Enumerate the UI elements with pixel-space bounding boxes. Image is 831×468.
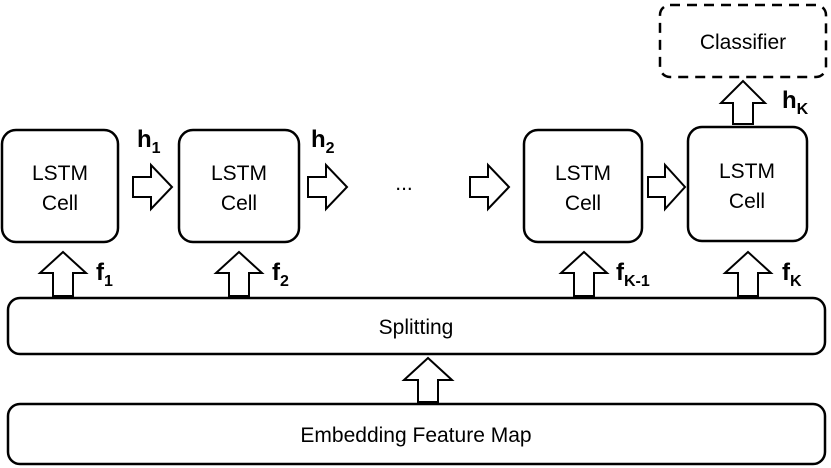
right-arrow-h1 [132, 162, 174, 212]
right-arrow-h2 [307, 162, 349, 212]
lstm-cell-4-line1: LSTM [719, 160, 775, 183]
lstm-cell-1-box [0, 128, 120, 244]
lstm-cell-2-box [177, 128, 301, 244]
up-arrow-f1 [37, 250, 89, 297]
label-fk1: fK-1 [616, 259, 650, 290]
lstm-cell-2-line1: LSTM [211, 162, 267, 185]
lstm-cell-1-line1: LSTM [32, 162, 88, 185]
label-hk: hK [782, 87, 809, 118]
embedding-label: Embedding Feature Map [300, 424, 531, 447]
splitting-label: Splitting [379, 316, 454, 339]
lstm-cell-4-box [686, 125, 809, 243]
lstm-cell-1-line2: Cell [42, 192, 78, 215]
classifier-label: Classifier [700, 31, 786, 54]
up-arrow-fk [722, 250, 774, 297]
lstm-cell-2-line2: Cell [221, 192, 257, 215]
label-fk: fK [782, 259, 802, 290]
up-arrow-fk1 [558, 250, 610, 297]
label-f2: f2 [272, 259, 289, 290]
up-arrow-f2 [213, 250, 265, 297]
label-h2: h2 [311, 126, 335, 157]
up-arrow-embedding [401, 356, 455, 403]
lstm-cell-3-line2: Cell [565, 192, 601, 215]
lstm-cell-3-line1: LSTM [555, 162, 611, 185]
label-h1: h1 [137, 126, 161, 157]
ellipsis: ... [395, 172, 413, 195]
lstm-cell-4-line2: Cell [729, 190, 765, 213]
classifier-box [658, 3, 828, 79]
splitting-box [6, 296, 827, 356]
label-f1: f1 [96, 259, 113, 290]
right-arrow-cell3 [647, 162, 687, 212]
lstm-cell-3-box [522, 128, 644, 244]
right-arrow-dots [469, 162, 511, 212]
embedding-box [6, 402, 827, 466]
up-arrow-classifier [718, 79, 768, 125]
